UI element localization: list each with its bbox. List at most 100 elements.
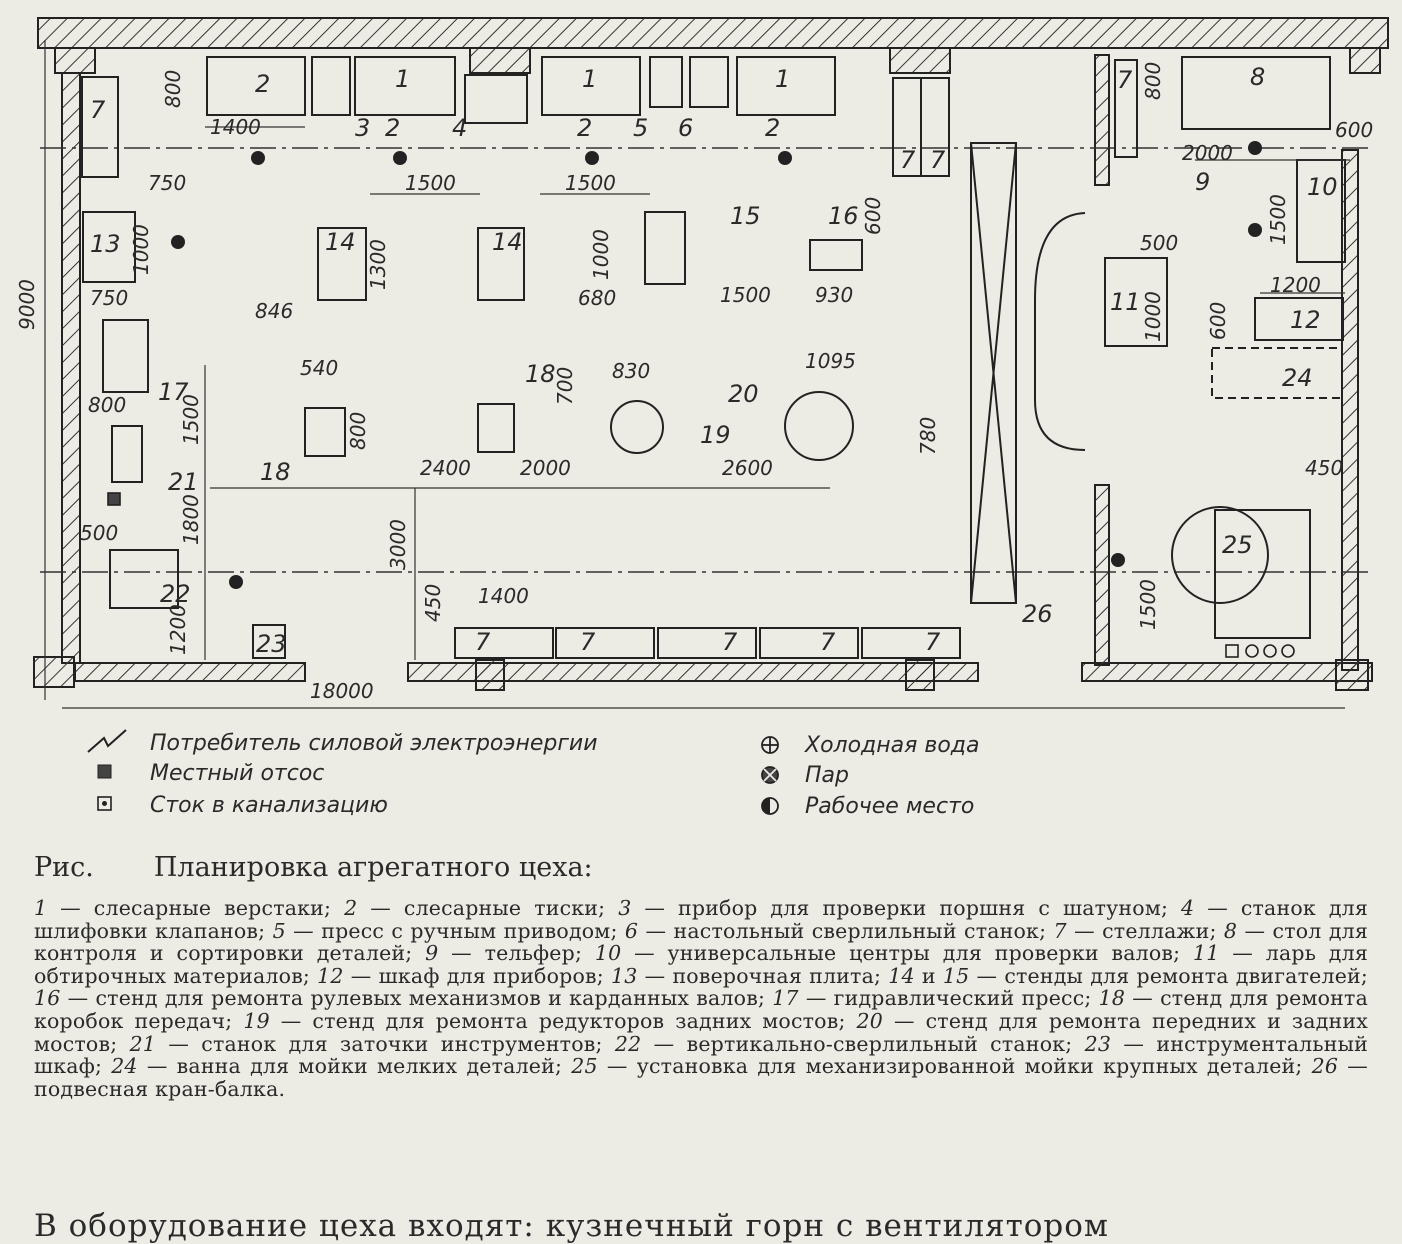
- legend-item-number: 10: [594, 941, 622, 966]
- label-7a: 7: [90, 96, 106, 124]
- label-7i: 7: [925, 628, 941, 656]
- legend-item-text: — инструментальный шкаф;: [34, 1031, 1369, 1079]
- svg-text:1800: 1800: [179, 494, 203, 545]
- label-24: 24: [1282, 364, 1313, 392]
- svg-text:600: 600: [861, 197, 885, 235]
- walls: [33, 17, 1389, 691]
- utility-symbols: [107, 492, 1295, 658]
- svg-text:800: 800: [1141, 62, 1165, 100]
- legend-item-text: — ларь для обтирочных материалов;: [34, 941, 1368, 988]
- svg-text:1095: 1095: [805, 349, 856, 373]
- svg-text:1500: 1500: [405, 171, 456, 195]
- legend-item-number: 9: [425, 941, 439, 966]
- label-20: 20: [728, 380, 759, 408]
- svg-text:1200: 1200: [1270, 273, 1321, 297]
- label-8: 8: [1250, 63, 1265, 91]
- label-7h: 7: [820, 628, 836, 656]
- svg-text:1400: 1400: [478, 584, 529, 608]
- label-2c: 2: [577, 114, 592, 142]
- svg-text:1000: 1000: [1141, 291, 1165, 342]
- svg-text:1500: 1500: [1266, 194, 1290, 245]
- svg-text:800: 800: [346, 412, 370, 450]
- svg-text:450: 450: [421, 584, 445, 622]
- label-13: 13: [90, 230, 121, 258]
- legend-item-number: 23: [1084, 1031, 1112, 1056]
- legend-item-number: 7: [1053, 918, 1067, 943]
- label-7d: 7: [1117, 66, 1133, 94]
- svg-text:1300: 1300: [366, 239, 390, 290]
- label-1b: 1: [582, 65, 597, 93]
- svg-text:800: 800: [161, 70, 185, 108]
- legend-item-text: и: [914, 963, 943, 988]
- legend-exhaust: Местный отсос: [150, 761, 324, 786]
- svg-text:2000: 2000: [520, 456, 571, 480]
- legend-item-text: — слесарные тиски;: [357, 896, 619, 920]
- legend-item-number: 8: [1223, 918, 1238, 943]
- svg-text:450: 450: [1305, 456, 1343, 480]
- legend-item-text: — подвесная кран-балка.: [34, 1054, 1368, 1101]
- label-7f: 7: [580, 628, 596, 656]
- label-25: 25: [1222, 531, 1253, 559]
- dimension-lines: [44, 40, 1350, 709]
- dimension-values: 9000 18000 800 1400 750 1000 750 1500 15…: [15, 62, 1373, 703]
- legend-item-number: 4: [1181, 896, 1195, 920]
- legend-item-text: — пресс с ручным приводом;: [285, 918, 625, 943]
- legend-item-text: — поверочная плита;: [637, 963, 889, 988]
- axis-lines: [40, 147, 1370, 573]
- dim-overall-depth: 9000: [15, 279, 39, 330]
- label-7c: 7: [930, 146, 946, 174]
- label-18b: 18: [260, 458, 291, 486]
- svg-text:2400: 2400: [420, 456, 471, 480]
- label-1a: 1: [395, 65, 410, 93]
- svg-text:1200: 1200: [166, 604, 190, 655]
- svg-text:600: 600: [1206, 302, 1230, 340]
- label-23: 23: [256, 630, 287, 658]
- workplace-markers: [171, 141, 1262, 589]
- cold-water-icon: [761, 736, 779, 754]
- drain-icon: [97, 796, 112, 811]
- legend-workplace: Рабочее место: [805, 794, 974, 819]
- label-9: 9: [1195, 168, 1210, 196]
- label-15: 15: [730, 202, 761, 230]
- svg-text:500: 500: [1140, 231, 1178, 255]
- legend: Потребитель силовой электроэнергии Местн…: [87, 729, 979, 819]
- label-22: 22: [160, 580, 191, 608]
- label-7g: 7: [722, 628, 738, 656]
- legend-item-number: 19: [243, 1008, 270, 1033]
- label-5: 5: [633, 114, 648, 142]
- label-1c: 1: [775, 65, 790, 93]
- label-2b: 2: [385, 114, 400, 142]
- caption-title: Планировка агрегатного цеха:: [153, 852, 593, 883]
- legend-item-text: — настольный сверлильный станок;: [638, 918, 1054, 943]
- legend-item-text: — прибор для проверки поршня с шатуном;: [631, 896, 1182, 920]
- equipment-numbers: 7 2 1 3 2 4 1 2 5 6 1 2 7 7 7 8 9 10 13 …: [90, 63, 1338, 658]
- label-26: 26: [1022, 600, 1053, 628]
- legend-item-number: 1: [34, 896, 48, 920]
- label-7e: 7: [475, 628, 491, 656]
- legend-item-number: 26: [1311, 1054, 1339, 1079]
- legend-item-text: — гидравлический пресс;: [798, 986, 1099, 1011]
- label-17: 17: [158, 378, 189, 406]
- legend-item-number: 15: [942, 963, 970, 988]
- legend-item-text: — слесарные верстаки;: [47, 896, 345, 920]
- svg-text:800: 800: [88, 393, 126, 417]
- legend-item-text: — станок для шлифовки клапанов;: [34, 896, 1368, 943]
- svg-text:1500: 1500: [565, 171, 616, 195]
- legend-item-number: 22: [614, 1031, 642, 1056]
- legend-item-text: — стеллажи;: [1066, 918, 1224, 943]
- equipment-outlines: [81, 56, 1346, 659]
- svg-text:600: 600: [1335, 118, 1373, 142]
- svg-text:680: 680: [578, 286, 616, 310]
- legend-item-number: 13: [610, 963, 638, 988]
- svg-text:1500: 1500: [720, 283, 771, 307]
- svg-text:750: 750: [90, 286, 128, 310]
- legend-item-number: 16: [34, 986, 61, 1011]
- legend-item-text: — тельфер;: [438, 941, 595, 966]
- caption-prefix: Рис.: [34, 852, 94, 883]
- legend-item-text: — стенд для ремонта рулевых механизмов и…: [60, 986, 773, 1011]
- svg-text:750: 750: [148, 171, 186, 195]
- svg-text:3000: 3000: [386, 519, 410, 570]
- legend-steam: Пар: [805, 763, 849, 788]
- legend-item-number: 14: [888, 963, 915, 988]
- label-21: 21: [168, 468, 199, 496]
